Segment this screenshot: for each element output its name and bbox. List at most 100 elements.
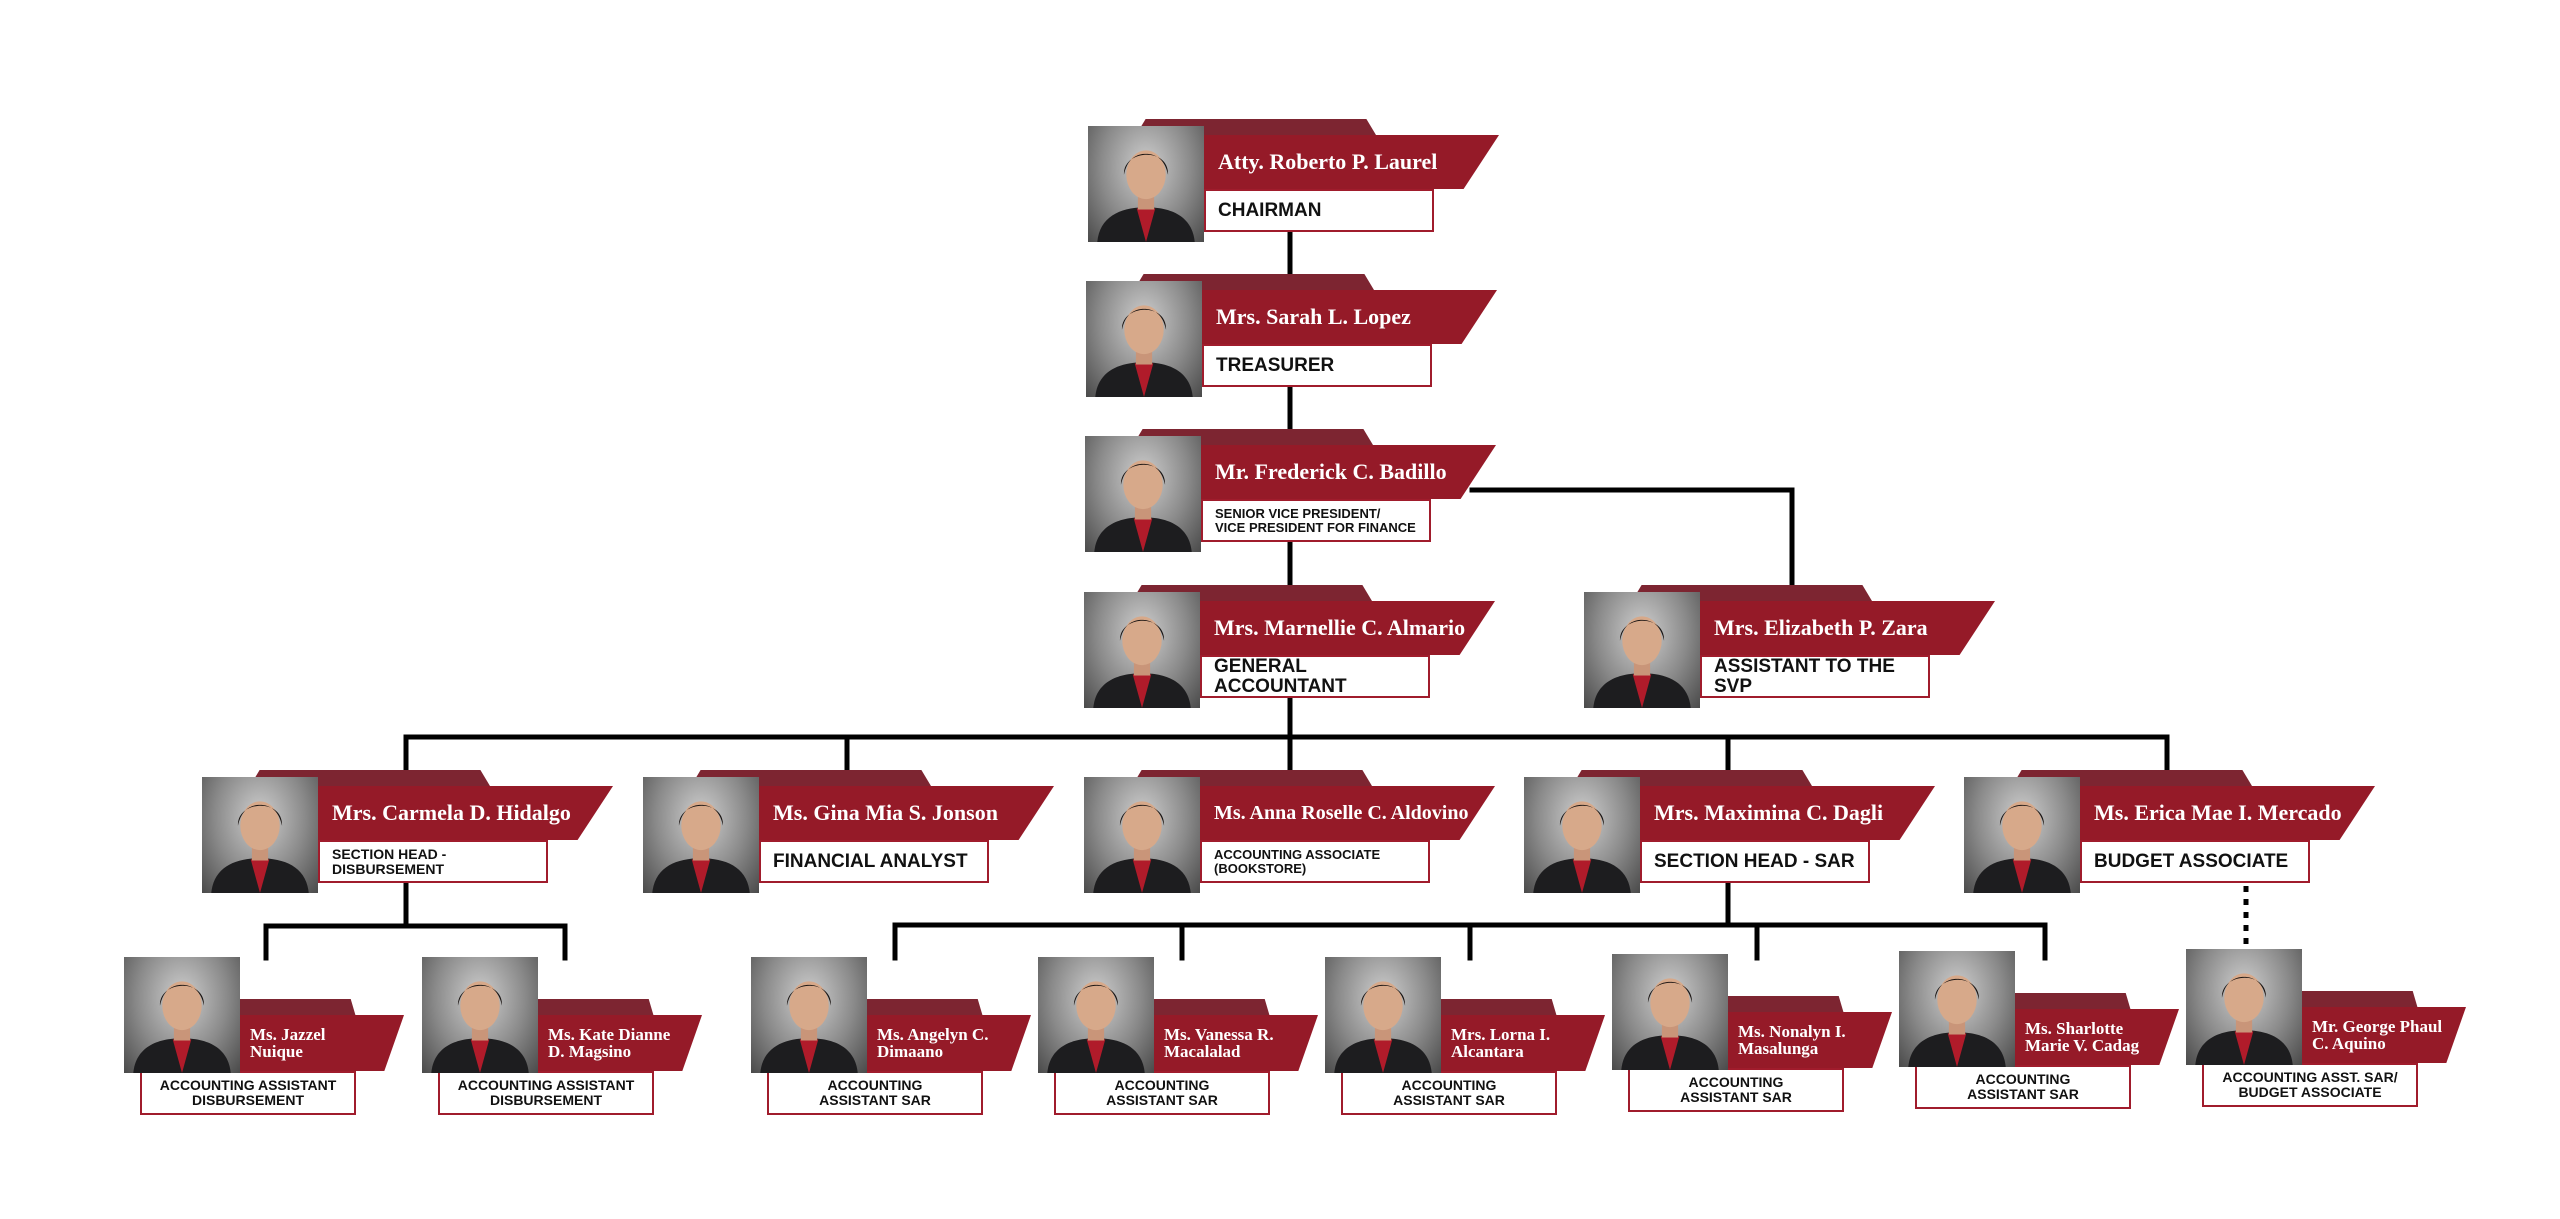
position-title: ACCOUNTING ASST. SAR/ BUDGET ASSOCIATE	[2202, 1063, 2418, 1107]
position-title: ACCOUNTING ASSISTANT DISBURSEMENT	[140, 1071, 356, 1115]
name-banner: Ms. Nonalyn I. Masalunga	[1728, 1012, 1892, 1068]
person-name: Ms. Jazzel Nuique	[250, 1025, 326, 1061]
person-name: Ms. Nonalyn I. Masalunga	[1738, 1022, 1846, 1058]
person-name: Atty. Roberto P. Laurel	[1218, 149, 1438, 174]
name-banner: Ms. Erica Mae I. Mercado	[2080, 786, 2375, 840]
position-title: SENIOR VICE PRESIDENT/ VICE PRESIDENT FO…	[1201, 499, 1431, 542]
person-name: Mr. George Phaul C. Aquino	[2312, 1017, 2443, 1053]
person-name: Ms. Anna Roselle C. Aldovino	[1214, 802, 1469, 824]
person-portrait-icon	[422, 957, 538, 1073]
name-banner: Mrs. Marnellie C. Almario	[1200, 601, 1495, 655]
banner-tab	[1425, 999, 1557, 1017]
person-name: Mrs. Marnellie C. Almario	[1214, 615, 1466, 640]
name-banner: Ms. Jazzel Nuique	[240, 1015, 404, 1071]
position-title: ASSISTANT TO THE SVP	[1700, 655, 1930, 698]
position-title: SECTION HEAD - DISBURSEMENT	[318, 840, 548, 883]
person-portrait-icon	[1084, 592, 1200, 708]
position-title: ACCOUNTING ASSISTANT SAR	[767, 1071, 983, 1115]
name-banner: Ms. Kate Dianne D. Magsino	[538, 1015, 702, 1071]
position-title: ACCOUNTING ASSISTANT DISBURSEMENT	[438, 1071, 654, 1115]
person-portrait-icon	[1086, 281, 1202, 397]
position-title: FINANCIAL ANALYST	[759, 840, 989, 883]
position-title: BUDGET ASSOCIATE	[2080, 840, 2310, 883]
person-name: Ms. Kate Dianne D. Magsino	[548, 1025, 671, 1061]
position-title: SECTION HEAD - SAR	[1640, 840, 1870, 883]
banner-tab	[1712, 996, 1844, 1014]
person-portrait-icon	[1085, 436, 1201, 552]
person-name: Ms. Sharlotte Marie V. Cadag	[2025, 1019, 2140, 1055]
person-portrait-icon	[643, 777, 759, 893]
name-banner: Atty. Roberto P. Laurel	[1204, 135, 1499, 189]
person-portrait-icon	[1524, 777, 1640, 893]
person-name: Ms. Angelyn C. Dimaano	[877, 1025, 989, 1061]
person-name: Ms. Vanessa R. Macalalad	[1164, 1025, 1274, 1061]
connector	[263, 923, 568, 961]
position-title: ACCOUNTING ASSISTANT SAR	[1341, 1071, 1557, 1115]
banner-tab	[224, 999, 356, 1017]
name-banner: Mrs. Sarah L. Lopez	[1202, 290, 1497, 344]
position-title: ACCOUNTING ASSISTANT SAR	[1915, 1065, 2131, 1109]
name-banner: Ms. Vanessa R. Macalalad	[1154, 1015, 1318, 1071]
banner-tab	[1138, 999, 1270, 1017]
person-portrait-icon	[1088, 126, 1204, 242]
person-name: Mrs. Carmela D. Hidalgo	[332, 800, 571, 825]
name-banner: Ms. Anna Roselle C. Aldovino	[1200, 786, 1495, 840]
person-portrait-icon	[1325, 957, 1441, 1073]
position-title: ACCOUNTING ASSISTANT SAR	[1054, 1071, 1270, 1115]
person-portrait-icon	[124, 957, 240, 1073]
person-portrait-icon	[1584, 592, 1700, 708]
name-banner: Mrs. Maximina C. Dagli	[1640, 786, 1935, 840]
name-banner: Mrs. Elizabeth P. Zara	[1700, 601, 1995, 655]
person-name: Ms. Erica Mae I. Mercado	[2094, 800, 2342, 825]
banner-tab	[851, 999, 983, 1017]
person-name: Mrs. Lorna I. Alcantara	[1451, 1025, 1551, 1061]
banner-tab	[522, 999, 654, 1017]
banner-tab	[2286, 991, 2418, 1009]
banner-tab	[1999, 993, 2131, 1011]
name-banner: Mrs. Carmela D. Hidalgo	[318, 786, 613, 840]
position-title: CHAIRMAN	[1204, 189, 1434, 232]
position-title: TREASURER	[1202, 344, 1432, 387]
position-title: ACCOUNTING ASSOCIATE (BOOKSTORE)	[1200, 840, 1430, 883]
person-name: Mrs. Elizabeth P. Zara	[1714, 615, 1928, 640]
person-portrait-icon	[1899, 951, 2015, 1067]
position-title: GENERAL ACCOUNTANT	[1200, 655, 1430, 698]
person-portrait-icon	[2186, 949, 2302, 1065]
name-banner: Ms. Sharlotte Marie V. Cadag	[2015, 1009, 2179, 1065]
name-banner: Mr. George Phaul C. Aquino	[2302, 1007, 2466, 1063]
person-portrait-icon	[751, 957, 867, 1073]
person-portrait-icon	[1612, 954, 1728, 1070]
connector	[1469, 487, 1795, 593]
person-name: Ms. Gina Mia S. Jonson	[773, 800, 998, 825]
person-portrait-icon	[1038, 957, 1154, 1073]
person-portrait-icon	[1084, 777, 1200, 893]
person-name: Mrs. Sarah L. Lopez	[1216, 304, 1411, 329]
position-title: ACCOUNTING ASSISTANT SAR	[1628, 1068, 1844, 1112]
name-banner: Mrs. Lorna I. Alcantara	[1441, 1015, 1605, 1071]
name-banner: Ms. Gina Mia S. Jonson	[759, 786, 1054, 840]
name-banner: Ms. Angelyn C. Dimaano	[867, 1015, 1031, 1071]
person-name: Mr. Frederick C. Badillo	[1215, 459, 1447, 484]
name-banner: Mr. Frederick C. Badillo	[1201, 445, 1496, 499]
person-portrait-icon	[202, 777, 318, 893]
